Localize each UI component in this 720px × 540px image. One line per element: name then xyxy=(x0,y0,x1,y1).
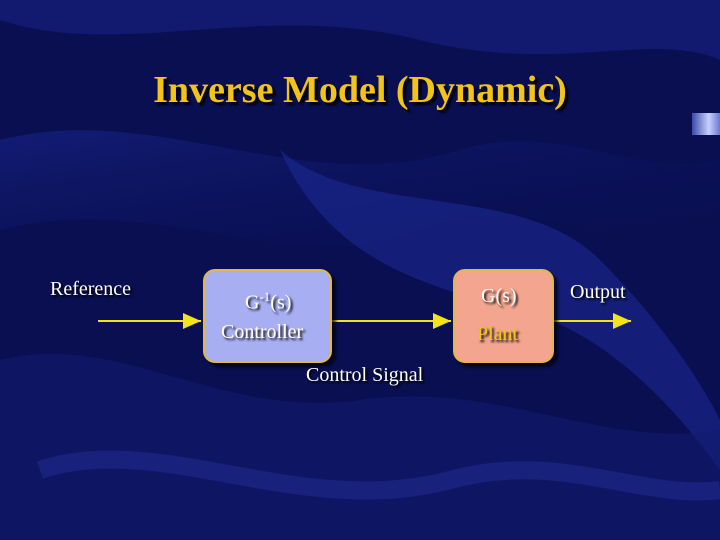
reference-label: Reference xyxy=(50,278,132,300)
slide-title: Inverse Model (Dynamic) xyxy=(153,69,567,111)
controller-symbol-arg: (s) xyxy=(270,291,292,314)
controller-block: G-1(s) Controller xyxy=(203,269,332,363)
corner-accent xyxy=(692,113,720,135)
controller-symbol: G-1(s) xyxy=(245,289,291,315)
controller-symbol-sup: -1 xyxy=(259,289,271,304)
output-label: Output xyxy=(570,281,626,303)
plant-symbol: G(s) xyxy=(481,285,517,307)
controller-name: Controller xyxy=(221,321,304,343)
plant-name: Plant xyxy=(477,323,519,345)
plant-block: G(s) Plant xyxy=(453,269,554,363)
control-signal-label: Control Signal xyxy=(306,364,424,386)
controller-symbol-base: G xyxy=(245,291,260,314)
